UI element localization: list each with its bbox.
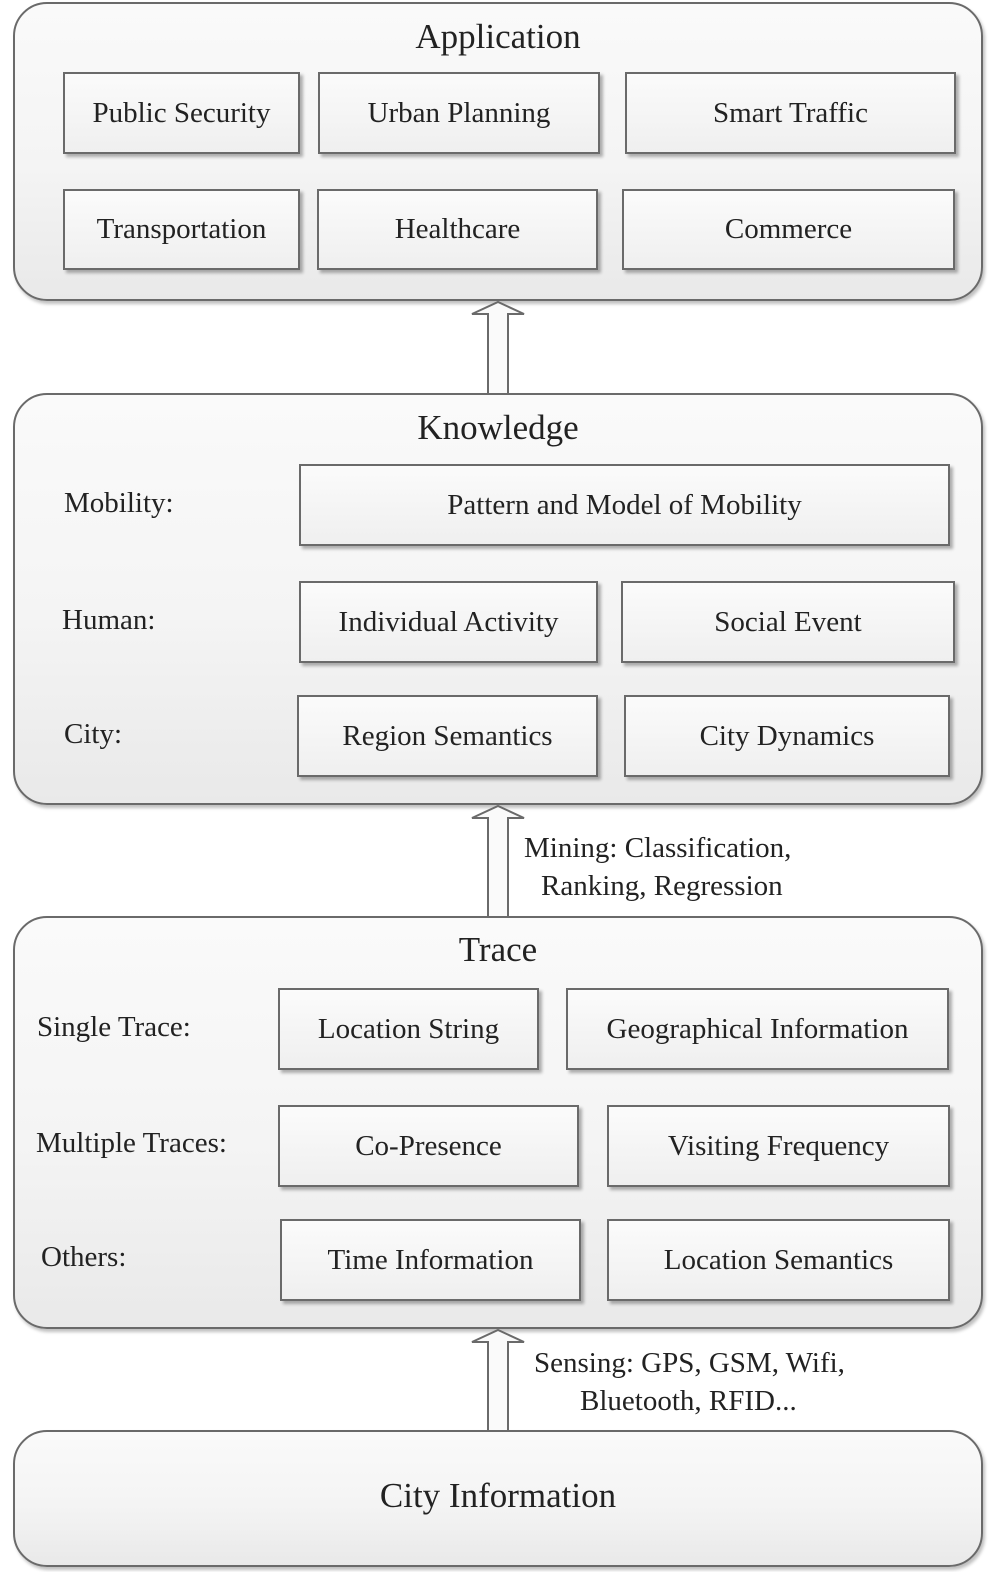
social-event-box: Social Event: [621, 581, 955, 663]
arrow-trace-to-knowledge: [471, 804, 525, 919]
individual-activity-box: Individual Activity: [299, 581, 598, 663]
sensing-caption-line2: Bluetooth, RFID...: [580, 1385, 797, 1417]
healthcare-box: Healthcare: [317, 189, 598, 270]
region-semantics-box: Region Semantics: [297, 695, 598, 777]
mining-caption-line2: Ranking, Regression: [541, 870, 783, 902]
smart-traffic-box: Smart Traffic: [625, 72, 956, 154]
arrow-city-to-trace: [471, 1328, 525, 1433]
commerce-box: Commerce: [622, 189, 955, 270]
sensing-caption-line1: Sensing: GPS, GSM, Wifi,: [534, 1347, 845, 1379]
co-presence-box: Co-Presence: [278, 1105, 579, 1187]
city-information-layer: City Information: [13, 1430, 983, 1567]
city-dynamics-box: City Dynamics: [624, 695, 950, 777]
visiting-frequency-box: Visiting Frequency: [607, 1105, 950, 1187]
knowledge-layer-title: Knowledge: [417, 408, 579, 447]
location-semantics-box: Location Semantics: [607, 1219, 950, 1301]
transportation-box: Transportation: [63, 189, 300, 270]
public-security-box: Public Security: [63, 72, 300, 154]
time-information-box: Time Information: [280, 1219, 581, 1301]
others-label: Others:: [41, 1241, 127, 1273]
multiple-traces-label: Multiple Traces:: [36, 1127, 227, 1159]
urban-planning-box: Urban Planning: [318, 72, 600, 154]
human-label: Human:: [62, 604, 156, 636]
application-layer-title: Application: [415, 17, 581, 56]
location-string-box: Location String: [278, 988, 539, 1070]
pattern-model-mobility-box: Pattern and Model of Mobility: [299, 464, 950, 546]
trace-layer-title: Trace: [458, 930, 538, 969]
city-information-title: City Information: [379, 1476, 617, 1515]
single-trace-label: Single Trace:: [37, 1011, 191, 1043]
geographical-information-box: Geographical Information: [566, 988, 949, 1070]
mining-caption-line1: Mining: Classification,: [524, 832, 792, 864]
arrow-knowledge-to-application: [471, 300, 525, 395]
mobility-label: Mobility:: [64, 487, 174, 519]
city-label: City:: [64, 718, 123, 750]
